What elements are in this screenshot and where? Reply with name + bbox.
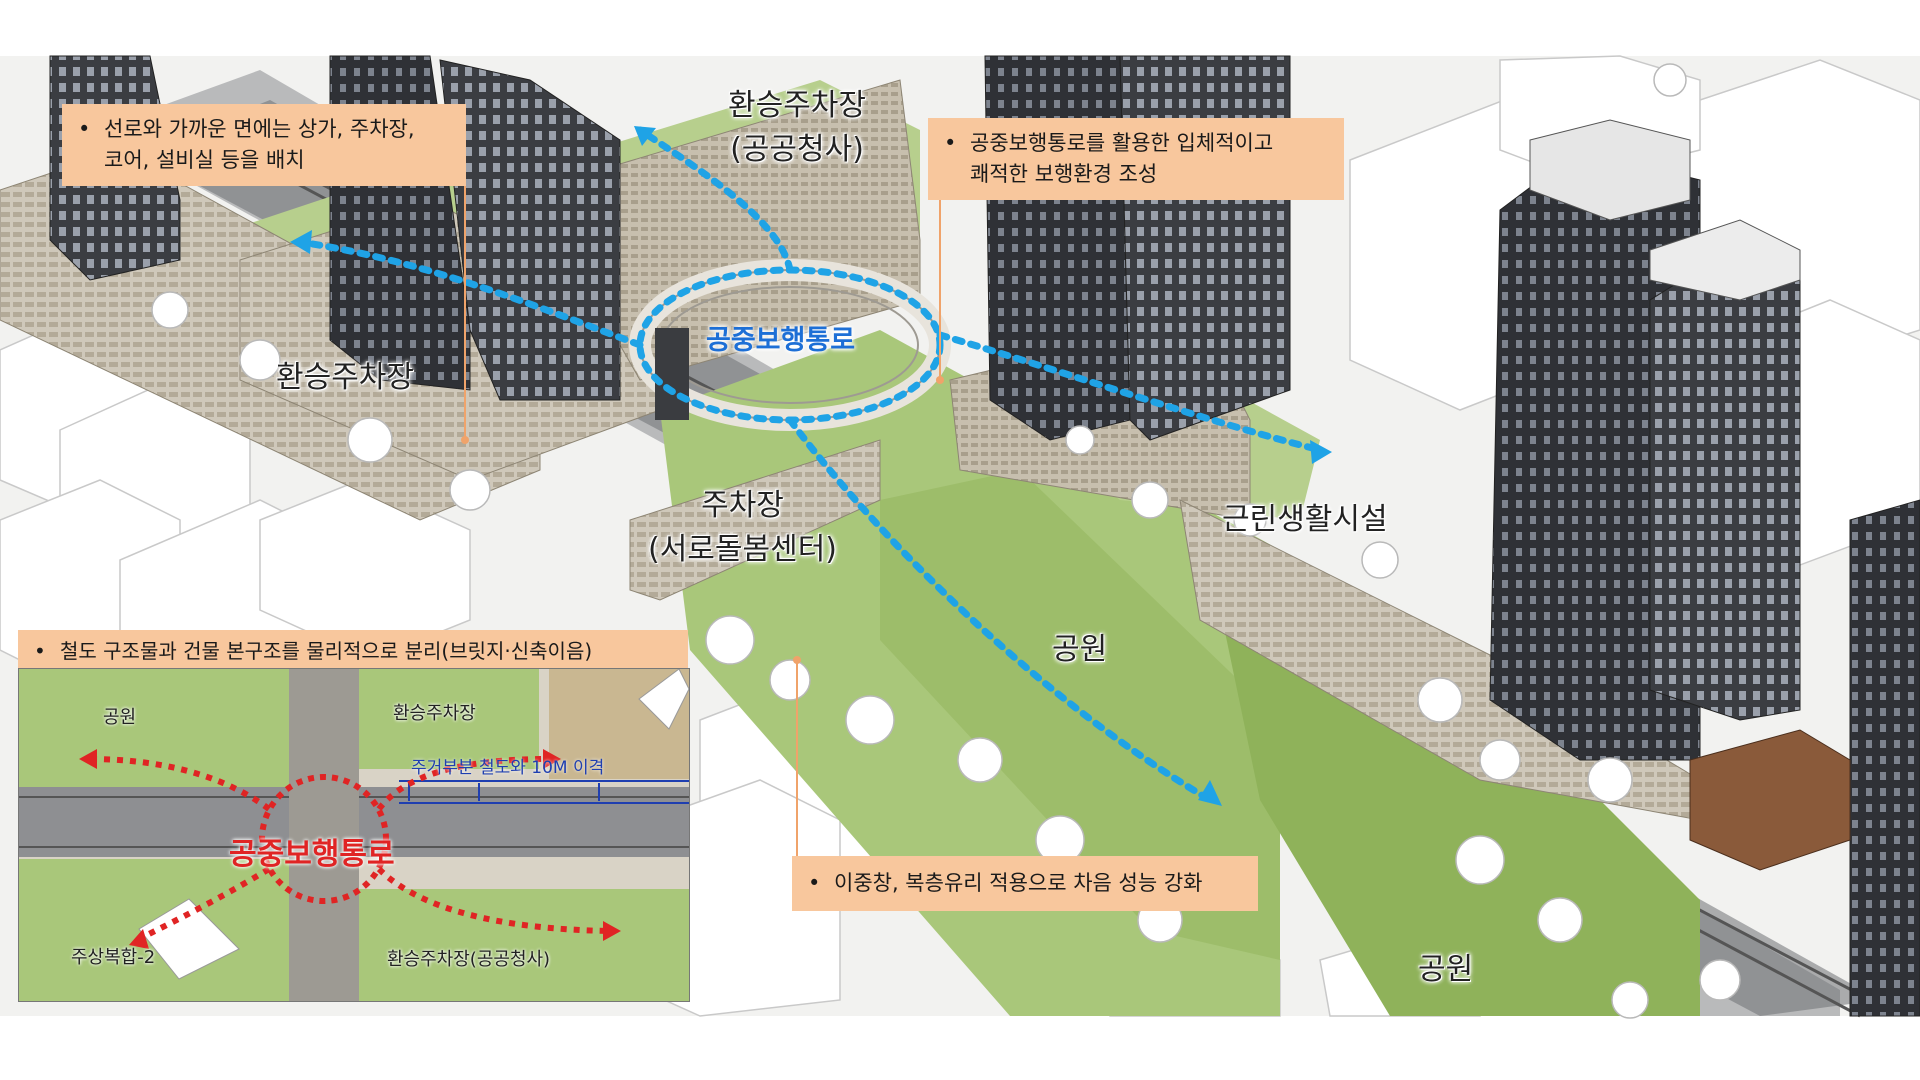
inset-separation-note: 주거부분 철도와 10M 이격 (411, 758, 605, 778)
callout-structure-separation: •철도 구조물과 건물 본구조를 물리적으로 분리(브릿지·신축이음) (18, 630, 688, 673)
inset-site-plan: 공원 환승주차장 주거부분 철도와 10M 이격 공중보행통로 주상복합-2 환… (18, 668, 690, 1002)
label-transfer-parking: 환승주차장 (276, 360, 414, 395)
callout-sound-line1: •이중창, 복층유리 적용으로 차음 성능 강화 (808, 871, 1203, 895)
label-transfer-parking-public: 환승주차장 (공공청사) (728, 84, 866, 172)
callout-sound-insulation: •이중창, 복층유리 적용으로 차음 성능 강화 (792, 856, 1258, 911)
label-park-bottom: 공원 (1418, 952, 1474, 987)
label-neighborhood-facility: 근린생활시설 (1222, 502, 1388, 537)
inset-label-mixed-use: 주상복합-2 (71, 947, 156, 968)
inset-label-skybridge: 공중보행통로 (229, 837, 395, 872)
label-transfer-parking-public-line2: (공공청사) (730, 132, 864, 167)
callout-rail-side-line2: 코어, 설비실 등을 배치 (104, 148, 305, 172)
callout-pedestrian-line2: 쾌적한 보행환경 조성 (970, 162, 1158, 186)
callout-structure-line1: •철도 구조물과 건물 본구조를 물리적으로 분리(브릿지·신축이음) (34, 639, 593, 663)
label-skybridge: 공중보행통로 (706, 325, 856, 356)
label-parking-care-center: 주차장 (서로돌봄센터) (648, 484, 837, 572)
callout-pedestrian-environment: •공중보행통로를 활용한 입체적이고 쾌적한 보행환경 조성 (928, 118, 1344, 200)
callout-rail-side-facilities: •선로와 가까운 면에는 상가, 주차장, 코어, 설비실 등을 배치 (62, 104, 466, 186)
inset-label-transfer-parking-public: 환승주차장(공공청사) (387, 949, 551, 970)
callout-pedestrian-line1: •공중보행통로를 활용한 입체적이고 (944, 131, 1274, 155)
label-transfer-parking-public-line1: 환승주차장 (728, 88, 866, 123)
callout-rail-side-line1: •선로와 가까운 면에는 상가, 주차장, (78, 117, 415, 141)
label-park-center: 공원 (1052, 632, 1108, 667)
label-parking-line2: (서로돌봄센터) (648, 532, 838, 567)
label-parking-line1: 주차장 (701, 488, 784, 523)
inset-plan-drawing (19, 669, 689, 1001)
inset-label-transfer-parking: 환승주차장 (393, 703, 476, 724)
inset-label-park: 공원 (103, 707, 137, 728)
